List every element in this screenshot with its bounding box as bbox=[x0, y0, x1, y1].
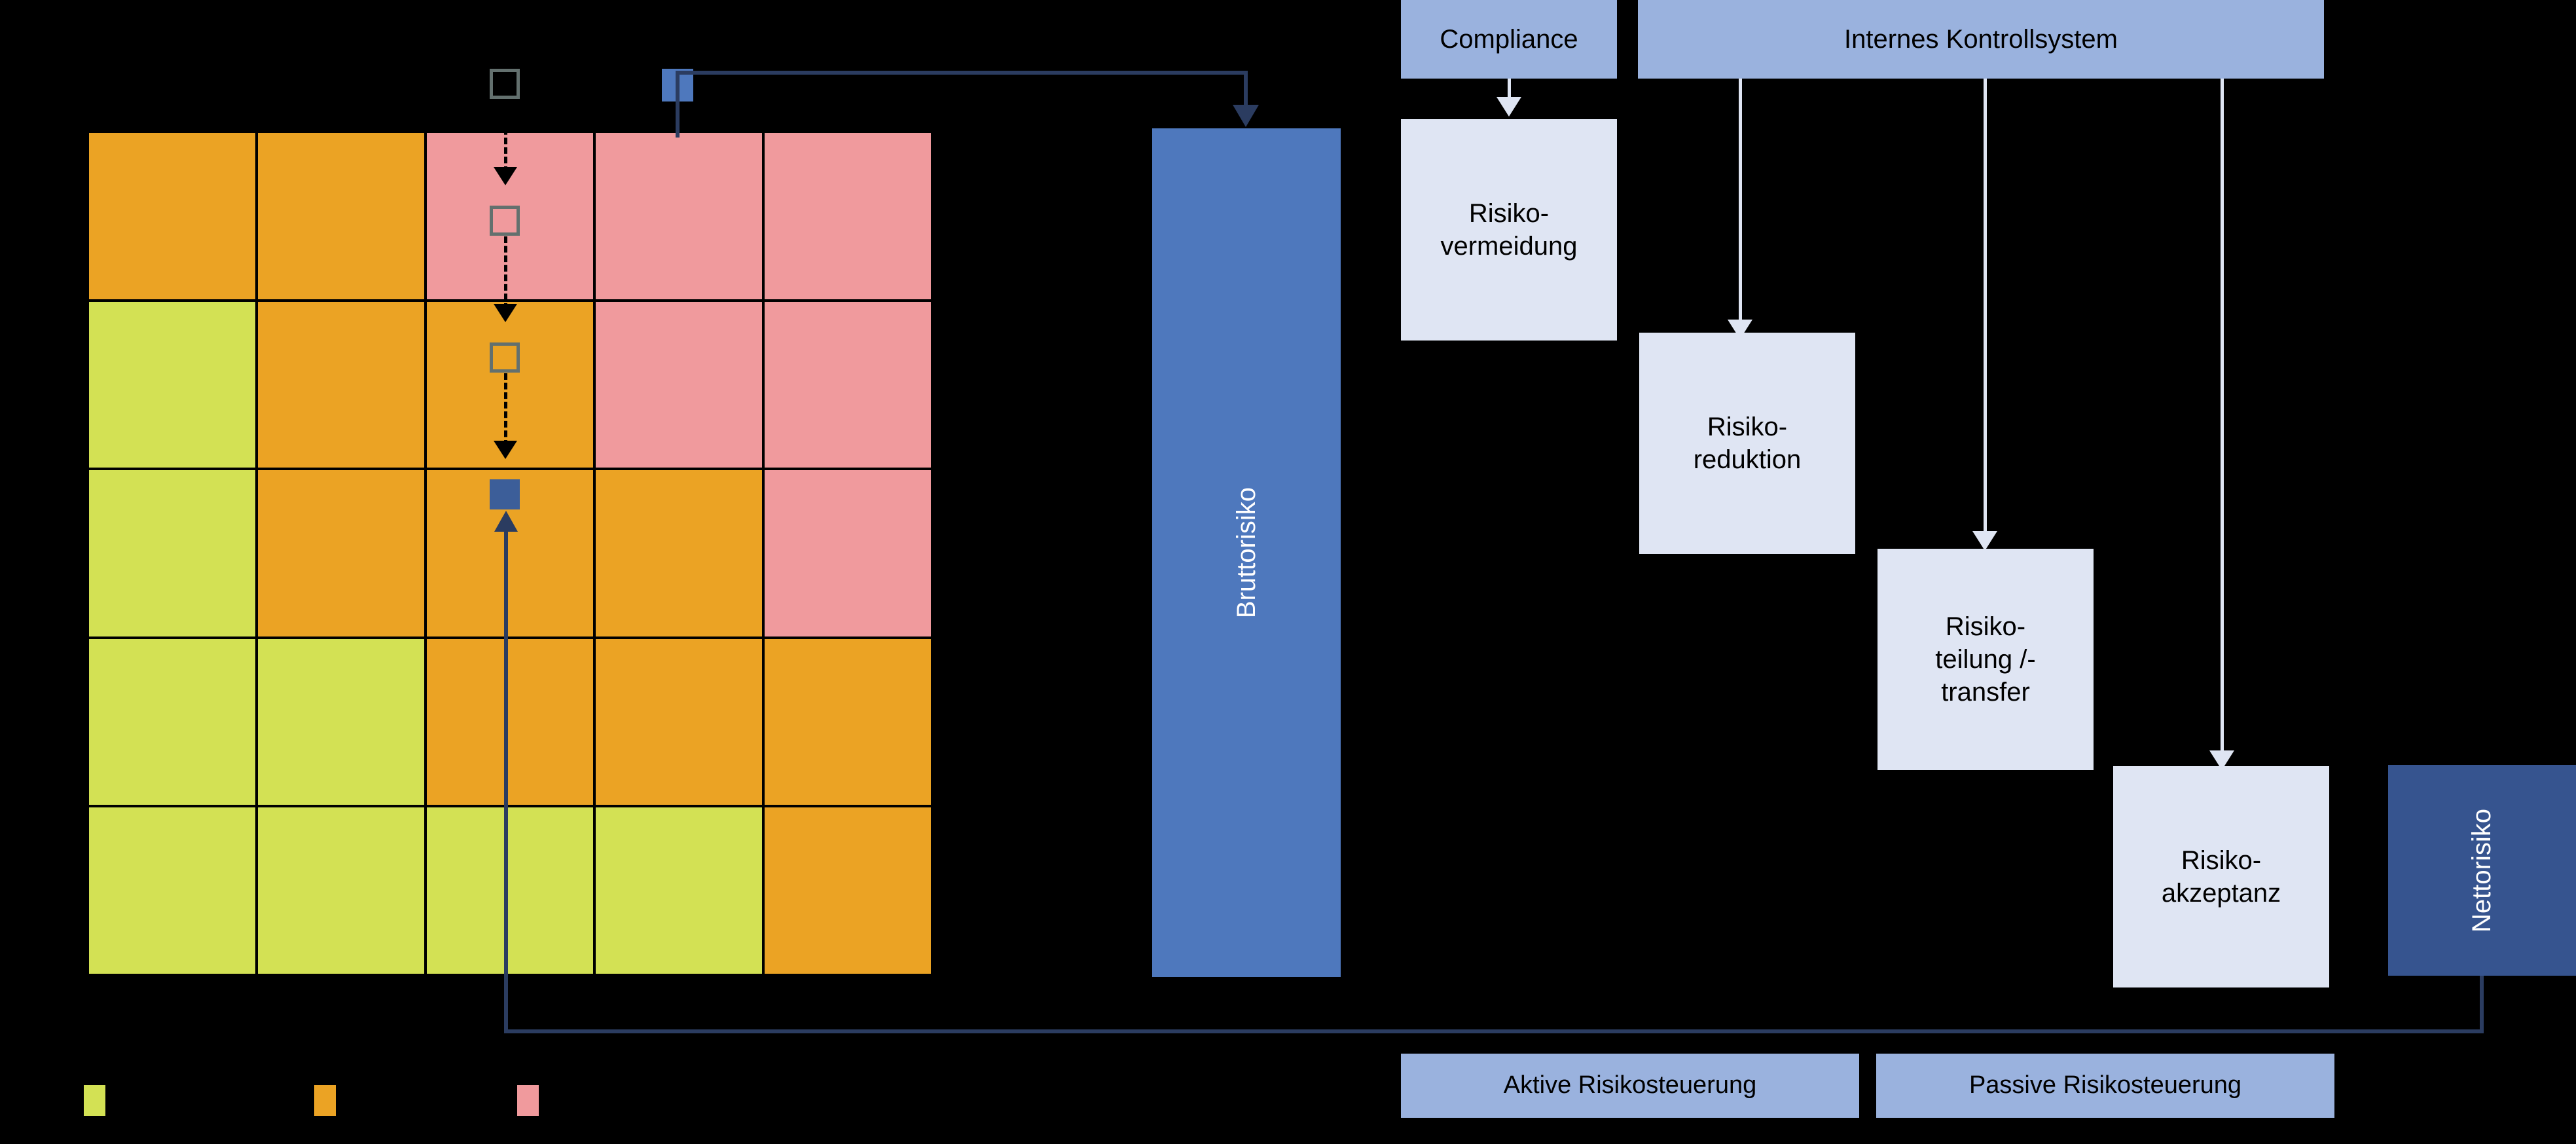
gross-connector-across bbox=[676, 71, 1248, 75]
gross-connector-up bbox=[676, 71, 680, 138]
matrix-cell-r2-c5 bbox=[763, 300, 932, 470]
strategy-box-acceptance[interactable]: Risiko- akzeptanz bbox=[2113, 766, 2329, 987]
net-connector-down bbox=[2480, 976, 2484, 1033]
matrix-cell-r2-c2 bbox=[257, 300, 426, 470]
gross-connector-down bbox=[1244, 71, 1248, 110]
gross-risk-bar: Bruttorisiko bbox=[1152, 128, 1341, 977]
net-risk-bar-label: Nettorisiko bbox=[2467, 808, 2496, 932]
matrix-cell-r3-c1 bbox=[88, 469, 257, 638]
net-connector-up bbox=[504, 530, 508, 1032]
strategy-acceptance-line-1: Risiko- bbox=[2181, 846, 2262, 875]
arrow-ics-to-sharing-head bbox=[1972, 531, 1997, 551]
footer-box-passive[interactable]: Passive Risikosteuerung bbox=[1876, 1054, 2334, 1118]
compliance-header-label: Compliance bbox=[1440, 25, 1578, 54]
net-connector-across bbox=[504, 1029, 2484, 1033]
matrix-cell-r5-c4 bbox=[594, 806, 763, 975]
matrix-cell-r4-c2 bbox=[257, 637, 426, 807]
matrix-cell-r3-c5 bbox=[763, 469, 932, 638]
matrix-cell-r2-c1 bbox=[88, 300, 257, 470]
net-risk-marker bbox=[490, 479, 520, 509]
arrow-compliance-to-avoidance-line bbox=[1508, 79, 1511, 100]
dashed-path-horizontal bbox=[524, 83, 664, 86]
matrix-cell-r1-c1 bbox=[88, 132, 257, 301]
matrix-cell-r1-c4 bbox=[594, 132, 763, 301]
dashed-arrow-head-1 bbox=[494, 167, 517, 185]
dashed-arrow-head-3 bbox=[494, 441, 517, 459]
arrow-ics-to-acceptance-line bbox=[2221, 79, 2224, 753]
matrix-cell-r3-c2 bbox=[257, 469, 426, 638]
strategy-box-avoidance[interactable]: Risiko- vermeidung bbox=[1401, 119, 1617, 341]
strategy-acceptance-line-2: akzeptanz bbox=[2161, 879, 2281, 908]
strategy-sharing-line-3: transfer bbox=[1941, 678, 2030, 707]
matrix-cell-r5-c2 bbox=[257, 806, 426, 975]
matrix-cell-r3-c4 bbox=[594, 469, 763, 638]
step-marker-1 bbox=[490, 69, 520, 99]
matrix-cell-r5-c5 bbox=[763, 806, 932, 975]
dashed-path-segment-1 bbox=[504, 100, 507, 173]
strategy-box-reduction[interactable]: Risiko- reduktion bbox=[1639, 333, 1855, 554]
gross-risk-bar-label: Bruttorisiko bbox=[1231, 487, 1261, 619]
dashed-arrow-head-left bbox=[505, 72, 524, 96]
dashed-path-segment-3 bbox=[504, 373, 507, 447]
footer-box-active[interactable]: Aktive Risikosteuerung bbox=[1401, 1054, 1859, 1118]
step-marker-2 bbox=[490, 206, 520, 236]
matrix-cell-r5-c1 bbox=[88, 806, 257, 975]
footer-box-active-label: Aktive Risikosteuerung bbox=[1503, 1071, 1757, 1099]
matrix-cell-r4-c3 bbox=[426, 637, 594, 807]
net-risk-bar: Nettorisiko bbox=[2388, 765, 2576, 976]
gross-connector-arrow bbox=[1233, 105, 1259, 127]
strategy-box-sharing[interactable]: Risiko- teilung /- transfer bbox=[1878, 549, 2094, 770]
strategy-avoidance-line-2: vermeidung bbox=[1440, 232, 1578, 261]
dashed-arrow-head-2 bbox=[494, 304, 517, 322]
matrix-cell-r1-c5 bbox=[763, 132, 932, 301]
compliance-header-box[interactable]: Compliance bbox=[1401, 0, 1617, 79]
matrix-cell-r2-c4 bbox=[594, 300, 763, 470]
step-marker-3 bbox=[490, 342, 520, 373]
matrix-cell-r1-c3 bbox=[426, 132, 594, 301]
matrix-cell-r4-c4 bbox=[594, 637, 763, 807]
footer-box-passive-label: Passive Risikosteuerung bbox=[1968, 1071, 2242, 1099]
matrix-cell-r4-c5 bbox=[763, 637, 932, 807]
ics-header-label: Internes Kontrollsystem bbox=[1844, 25, 2118, 54]
dashed-path-segment-2 bbox=[504, 236, 507, 310]
ics-header-box[interactable]: Internes Kontrollsystem bbox=[1638, 0, 2324, 79]
net-connector-arrow bbox=[494, 511, 518, 532]
risk-matrix bbox=[86, 130, 934, 977]
legend-swatch-medium bbox=[314, 1085, 336, 1116]
strategy-avoidance-line-1: Risiko- bbox=[1468, 199, 1550, 228]
arrow-ics-to-reduction-line bbox=[1739, 79, 1742, 322]
arrow-compliance-to-avoidance-head bbox=[1497, 97, 1521, 117]
strategy-sharing-line-2: teilung /- bbox=[1935, 645, 2036, 674]
matrix-cell-r5-c3 bbox=[426, 806, 594, 975]
matrix-cell-r4-c1 bbox=[88, 637, 257, 807]
legend-swatch-low bbox=[84, 1085, 105, 1116]
arrow-ics-to-sharing-line bbox=[1984, 79, 1987, 534]
legend-swatch-high bbox=[517, 1085, 539, 1116]
strategy-reduction-line-1: Risiko- bbox=[1707, 413, 1788, 441]
strategy-sharing-line-1: Risiko- bbox=[1945, 612, 2026, 641]
matrix-cell-r1-c2 bbox=[257, 132, 426, 301]
strategy-reduction-line-2: reduktion bbox=[1693, 445, 1802, 474]
